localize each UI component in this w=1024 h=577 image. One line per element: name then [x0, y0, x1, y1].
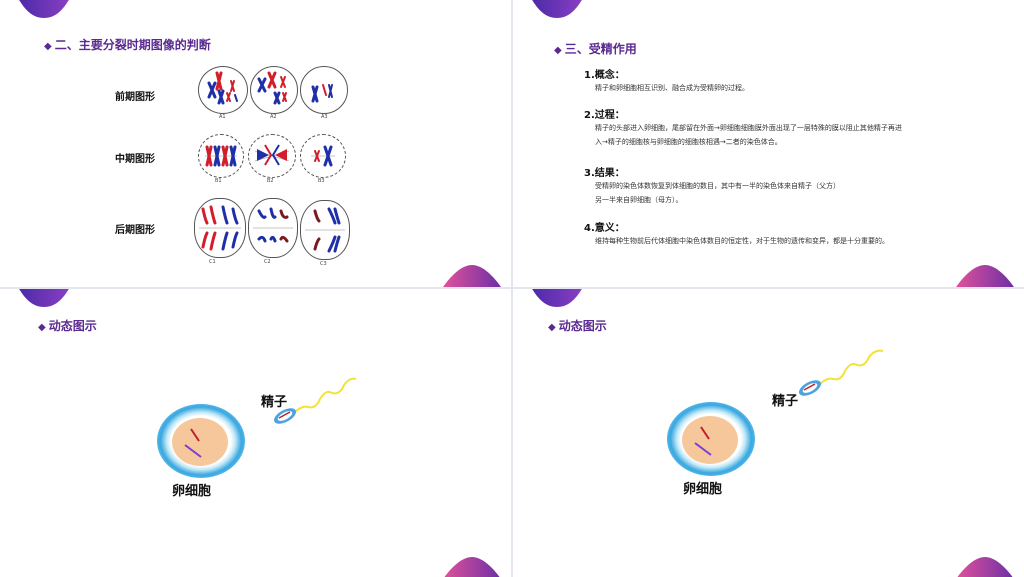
caption-a3: A3: [321, 114, 328, 120]
caption-a2: A2: [270, 114, 277, 120]
bottom-decoration: [956, 265, 1014, 287]
cell-a2: [250, 66, 298, 114]
cell-b1: [198, 134, 244, 178]
section-title-process: 2.过程：: [584, 110, 625, 121]
section-text-significance: 维持每种生物前后代体细胞中染色体数目的恒定性，对于生物的遗传和变异，都是十分重要…: [595, 234, 985, 248]
cell-c1: [194, 198, 246, 258]
diamond-bullet-icon: ◆: [44, 41, 52, 52]
section-text-concept: 精子和卵细胞相互识别、融合成为受精卵的过程。: [595, 81, 985, 95]
caption-b1: B1: [215, 178, 222, 184]
slide-animation-2[interactable]: ◆动态图示 卵细胞 精子: [513, 289, 1024, 577]
chromosome-figure: [257, 71, 287, 105]
diamond-bullet-icon: ◆: [554, 45, 562, 56]
section-title-result: 3.结果：: [584, 168, 625, 179]
row-label-prophase: 前期图形: [115, 92, 155, 103]
chromosome-figure: [207, 71, 238, 105]
text-line: 维持每种生物前后代体细胞中染色体数目的恒定性，对于生物的遗传和变异，都是十分重要…: [595, 237, 889, 245]
section-text-process: 精子的头部进入卵细胞，尾部留在外面→卵细胞细胞膜外面出现了一层特殊的膜以阻止其他…: [595, 121, 985, 149]
chromosome-figure: [311, 145, 335, 167]
sperm-illustration: [799, 349, 884, 396]
sperm-label: 精子: [261, 395, 288, 410]
chromosome-figure: [254, 144, 290, 166]
section-title-concept: 1.概念：: [584, 70, 625, 81]
slide-heading: ◆动态图示: [548, 319, 607, 333]
slide-heading: ◆二、主要分裂时期图像的判断: [44, 38, 211, 52]
chromosome-figure: [253, 207, 293, 243]
egg-cell-illustration: [157, 404, 245, 478]
text-line: 另一半来自卵细胞（母方）。: [595, 196, 683, 204]
caption-b3: B3: [318, 178, 325, 184]
cell-a3: [300, 66, 348, 114]
top-decoration: [532, 289, 582, 307]
slide-heading: ◆动态图示: [38, 319, 97, 333]
chromosome-figure: [305, 207, 345, 253]
slide-mitosis-judgement[interactable]: ◆二、主要分裂时期图像的判断 前期图形 中期图形 后期图形 A1 A2: [0, 0, 511, 287]
chromosome-figure: [205, 145, 237, 167]
egg-label: 卵细胞: [172, 484, 212, 499]
top-decoration: [19, 0, 69, 18]
cell-a1: [198, 66, 248, 114]
sperm-label: 精子: [772, 394, 799, 409]
bottom-decoration: [444, 557, 500, 577]
caption-a1: A1: [219, 114, 226, 120]
slide-heading: ◆三、受精作用: [554, 42, 637, 56]
chromosome-figure: [311, 84, 333, 103]
cell-b2: [248, 134, 296, 178]
cell-c3: [300, 200, 350, 260]
bottom-decoration: [443, 265, 501, 287]
row-label-metaphase: 中期图形: [115, 154, 155, 165]
egg-label: 卵细胞: [683, 482, 723, 497]
slide-animation-1[interactable]: ◆动态图示 卵细胞 精子: [0, 289, 511, 577]
caption-c2: C2: [264, 259, 271, 265]
text-line: 精子的头部进入卵细胞，尾部留在外面→卵细胞细胞膜外面出现了一层特殊的膜以阻止其他…: [595, 124, 902, 132]
top-decoration: [532, 0, 582, 18]
slide-fertilization[interactable]: ◆三、受精作用 1.概念： 精子和卵细胞相互识别、融合成为受精卵的过程。 2.过…: [513, 0, 1024, 287]
caption-c1: C1: [209, 259, 216, 265]
caption-c3: C3: [320, 261, 327, 267]
chromosome-figure: [199, 205, 241, 251]
bottom-decoration: [957, 557, 1013, 577]
row-label-anaphase: 后期图形: [115, 225, 155, 236]
sperm-illustration: [274, 377, 357, 424]
cell-b3: [300, 134, 346, 178]
top-decoration: [19, 289, 69, 307]
diamond-bullet-icon: ◆: [548, 322, 556, 333]
section-text-result: 受精卵的染色体数恢复到体细胞的数目，其中有一半的染色体来自精子（父方） 另一半来…: [595, 179, 985, 207]
caption-b2: B2: [267, 178, 274, 184]
section-title-significance: 4.意义：: [584, 223, 625, 234]
text-line: 入→精子的细胞核与卵细胞的细胞核相遇→二者的染色体合。: [595, 138, 782, 146]
egg-cell-illustration: [667, 402, 755, 476]
text-line: 受精卵的染色体数恢复到体细胞的数目，其中有一半的染色体来自精子（父方）: [595, 182, 840, 190]
text-line: 精子和卵细胞相互识别、融合成为受精卵的过程。: [595, 84, 749, 92]
diamond-bullet-icon: ◆: [38, 322, 46, 333]
cell-c2: [248, 198, 298, 258]
